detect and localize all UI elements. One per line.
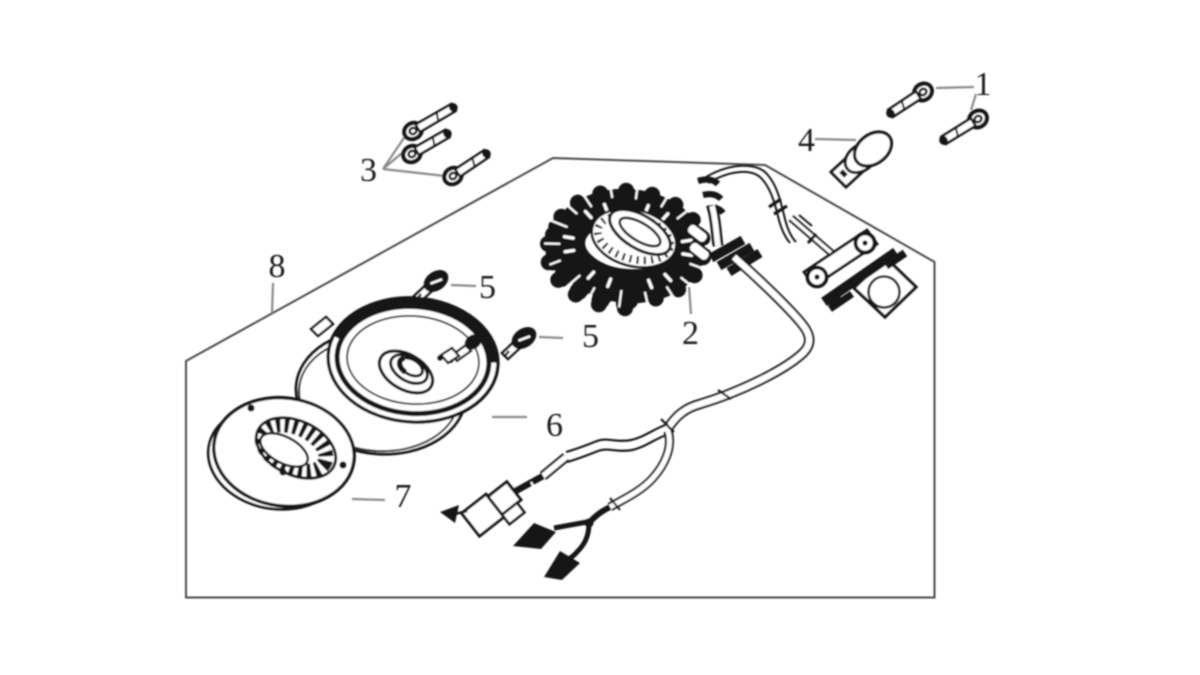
- svg-text:3: 3: [360, 152, 377, 189]
- svg-text:1: 1: [975, 66, 992, 103]
- svg-text:2: 2: [682, 315, 699, 352]
- svg-text:6: 6: [546, 407, 563, 444]
- svg-text:7: 7: [395, 478, 412, 515]
- svg-text:5: 5: [479, 269, 496, 306]
- svg-text:8: 8: [269, 248, 286, 285]
- svg-text:4: 4: [798, 122, 815, 159]
- svg-text:5: 5: [582, 318, 599, 355]
